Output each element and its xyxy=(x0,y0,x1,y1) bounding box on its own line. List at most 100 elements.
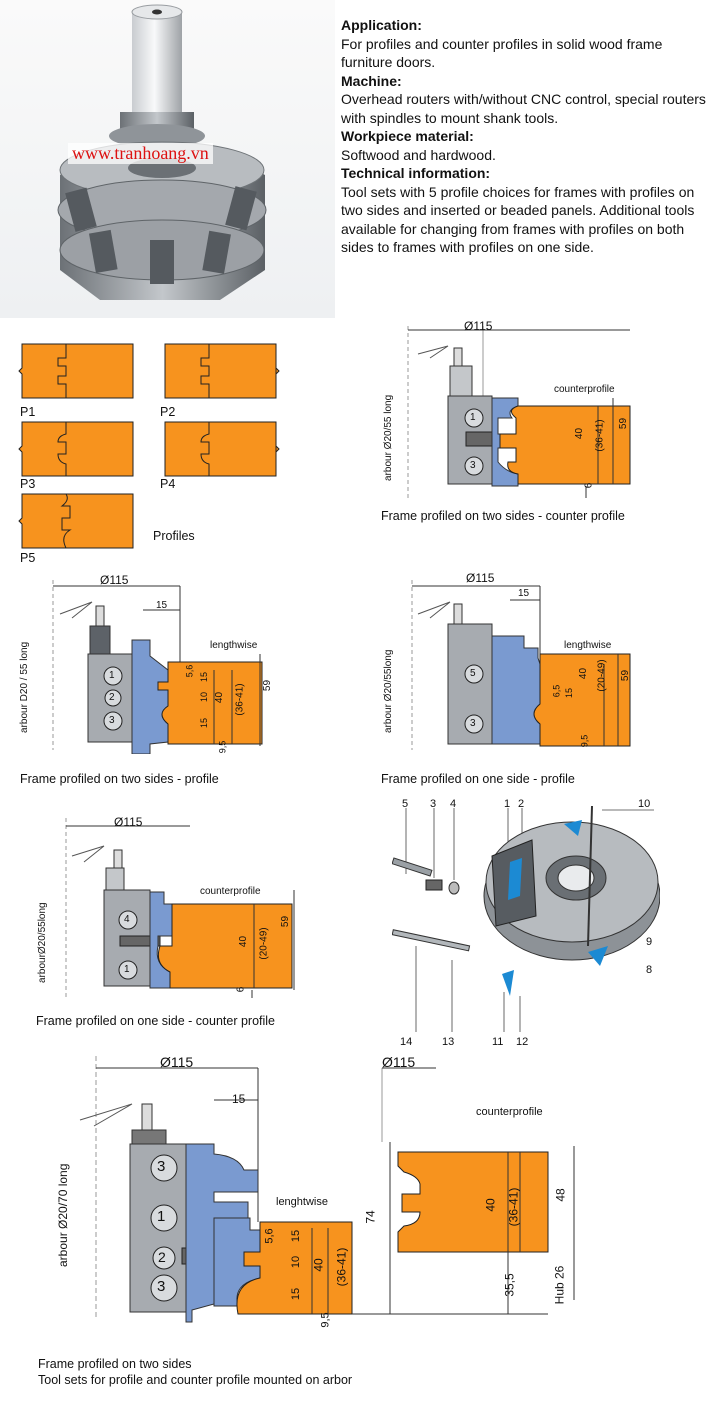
profile-label-p3: P3 xyxy=(20,477,36,491)
dim-40: 40 xyxy=(238,935,250,948)
dim-59: 59 xyxy=(620,669,632,682)
dim-15-top: 15 xyxy=(232,1092,246,1106)
dim-40: 40 xyxy=(574,427,586,440)
dim-9-5: 9,5 xyxy=(217,740,228,754)
router-tool-image xyxy=(57,4,267,300)
part-10: 10 xyxy=(638,798,651,810)
cutter-3: 3 xyxy=(470,718,476,729)
technical-text: Tool sets with 5 profile choices for fra… xyxy=(341,183,695,256)
profiles-caption: Profiles xyxy=(153,529,195,543)
dim-6: 6 xyxy=(235,986,247,993)
cutter-1: 1 xyxy=(109,670,115,681)
dim-74: 74 xyxy=(363,1210,378,1224)
dim-range: (36-41) xyxy=(594,419,606,452)
cutter-2: 2 xyxy=(109,692,115,703)
cutter-1: 1 xyxy=(124,964,130,975)
diagram-profile-two-sides: Ø115 arbour D20 / 55 long lengthwise 15 … xyxy=(18,573,286,755)
dim-40: 40 xyxy=(578,667,590,680)
part-2: 2 xyxy=(518,798,525,810)
description-block: Application: For profiles and counter pr… xyxy=(341,16,709,257)
diagram-counter-one-side: Ø115 arbourØ20/55long counterprofile 40 … xyxy=(30,812,310,1002)
cutter-3-top: 3 xyxy=(157,1158,166,1175)
exploded-drawing xyxy=(391,805,661,1032)
dim-range: (20-49) xyxy=(258,927,270,960)
profile-label-p4: P4 xyxy=(160,477,176,491)
profile-label-p5: P5 xyxy=(20,551,36,565)
arbour-label: arbourØ20/55long xyxy=(37,902,48,983)
exploded-view: 5 3 4 1 2 10 9 8 14 13 11 12 xyxy=(391,796,661,1052)
application-text: For profiles and counter profiles in sol… xyxy=(341,35,663,71)
workpiece-text: Softwood and hardwood. xyxy=(341,146,496,163)
dim-6-5: 6,5 xyxy=(551,684,562,698)
tag-label: lengthwise xyxy=(210,640,258,651)
cutter-1: 1 xyxy=(157,1208,166,1225)
part-13: 13 xyxy=(442,1036,455,1048)
arbour-label: arbour D20 / 55 long xyxy=(19,641,30,733)
dim-40: 40 xyxy=(311,1258,326,1272)
dim-59: 59 xyxy=(618,417,630,430)
part-14: 14 xyxy=(400,1036,413,1048)
dim-59: 59 xyxy=(262,679,274,692)
caption-profile-one: Frame profiled on one side - profile xyxy=(381,772,575,786)
arbour-label: arbour Ø20/70 long xyxy=(56,1163,70,1267)
part-1: 1 xyxy=(504,798,511,810)
cutter-4: 4 xyxy=(124,914,130,925)
dim-right-40: 40 xyxy=(483,1198,498,1212)
dim-6: 6 xyxy=(583,482,595,489)
caption-counter-one: Frame profiled on one side - counter pro… xyxy=(36,1014,276,1028)
dim-40: 40 xyxy=(214,691,226,704)
dim-15-a: 15 xyxy=(290,1229,303,1243)
diameter-label: Ø115 xyxy=(464,319,493,333)
diagram-combined: Ø115 Ø115 arbour Ø20/70 long lenghtwise … xyxy=(32,1052,592,1328)
workpiece-heading: Workpiece material: xyxy=(341,128,474,144)
cutter-5: 5 xyxy=(470,668,476,679)
dim-right-48: 48 xyxy=(553,1188,568,1202)
watermark: www.tranhoang.vn xyxy=(68,143,213,164)
tag-label: counterprofile xyxy=(554,384,615,395)
dim-range: (36-41) xyxy=(234,683,246,716)
product-photo: www.tranhoang.vn xyxy=(0,0,335,318)
diameter-label: Ø115 xyxy=(466,571,495,585)
profiles-drawing xyxy=(18,343,280,549)
diameter-right: Ø115 xyxy=(382,1054,416,1070)
dim-15-b: 15 xyxy=(290,1287,303,1301)
part-4: 4 xyxy=(450,798,457,810)
dim-range: (36-41) xyxy=(334,1247,349,1287)
profile-two-drawing xyxy=(52,580,263,755)
dim-9-5: 9,5 xyxy=(319,1312,332,1328)
caption-combined-2: Tool sets for profile and counter profil… xyxy=(38,1373,353,1387)
dim-5-6: 5,6 xyxy=(263,1228,276,1244)
machine-heading: Machine: xyxy=(341,72,402,89)
caption-combined-1: Frame profiled on two sides xyxy=(38,1357,192,1371)
dim-5-6: 5,6 xyxy=(184,664,195,678)
part-12: 12 xyxy=(516,1036,529,1048)
dim-9-5: 9,5 xyxy=(579,734,590,748)
dim-right-35-5: 35,5 xyxy=(502,1273,517,1297)
dim-range: (20-49) xyxy=(596,659,608,692)
caption-profile-two: Frame profiled on two sides - profile xyxy=(20,772,219,786)
dim-15-top: 15 xyxy=(518,588,530,599)
cutter-1: 1 xyxy=(470,412,476,423)
part-5: 5 xyxy=(402,798,409,810)
diagram-counter-two-sides: Ø115 arbour Ø20/55 long counterprofile 4… xyxy=(378,318,640,503)
profile-label-p1: P1 xyxy=(20,405,36,419)
diagram-profile-one-side: Ø115 arbour Ø20/55long lengthwise 15 6,5… xyxy=(378,571,648,754)
machine-text: Overhead routers with/without CNC contro… xyxy=(341,91,706,126)
dim-15-top: 15 xyxy=(156,600,168,611)
tag-label: counterprofile xyxy=(200,886,261,897)
combined-drawing xyxy=(79,1056,575,1323)
technical-heading: Technical information: xyxy=(341,165,491,181)
arbour-label: arbour Ø20/55long xyxy=(383,649,394,733)
caption-counter-two: Frame profiled on two sides - counter pr… xyxy=(381,509,625,523)
tag-label: lengthwise xyxy=(564,640,612,651)
dim-right-range: (36-41) xyxy=(506,1187,521,1227)
tag-left: lenghtwise xyxy=(276,1196,328,1208)
dim-10: 10 xyxy=(290,1255,303,1269)
counter-two-drawing xyxy=(407,326,631,500)
profiles-panel: P1 P2 P3 P4 P5 Profiles xyxy=(0,330,340,570)
profile-label-p2: P2 xyxy=(160,405,176,419)
part-8: 8 xyxy=(646,964,653,976)
dim-15-b: 15 xyxy=(199,717,210,729)
diameter-left: Ø115 xyxy=(160,1054,194,1070)
cutter-2: 2 xyxy=(158,1249,166,1265)
